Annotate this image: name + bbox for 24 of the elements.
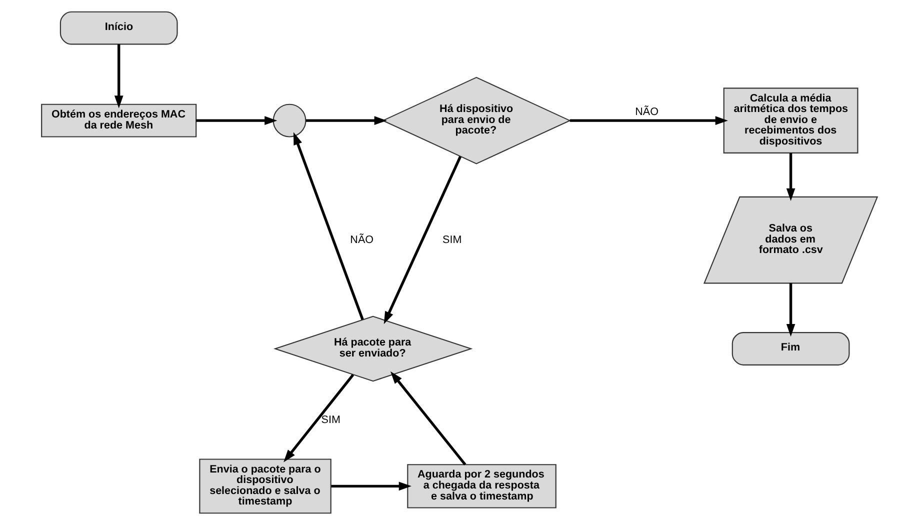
node-diamond: Há dispositivo para envio de pacote?: [382, 76, 572, 164]
arrow: [786, 283, 796, 337]
node-box: Calcula a média aritmética dos tempos de envio e recebimentos dos dispositivos: [723, 88, 858, 154]
arrow: [284, 374, 354, 462]
arrow: [570, 116, 728, 125]
arrow: [390, 371, 466, 466]
arrow: [306, 116, 387, 125]
node-box: Aguarda por 2 segundos a chegada da resposta e salva o timestamp: [407, 464, 556, 508]
edge-label: SIM: [321, 414, 340, 426]
node-box: Início: [60, 11, 178, 45]
node-circle: [272, 104, 306, 138]
node-box: Obtém os endereços MAC da rede Mesh: [41, 104, 197, 138]
arrow: [114, 44, 124, 108]
edge-label: NÃO: [635, 106, 659, 118]
arrow: [331, 482, 412, 491]
node-diamond: Há pacote para ser enviado?: [273, 316, 473, 382]
arrow: [786, 153, 796, 201]
edge-label: SIM: [442, 234, 462, 246]
node-box: Fim: [732, 332, 850, 366]
arrow: [384, 156, 462, 324]
arrow: [196, 116, 278, 125]
arrow: [293, 132, 364, 320]
edge-label: NÃO: [350, 234, 374, 246]
node-box: Envia o pacote para o dispositivo selecionado e salva o timestamp: [199, 458, 332, 514]
